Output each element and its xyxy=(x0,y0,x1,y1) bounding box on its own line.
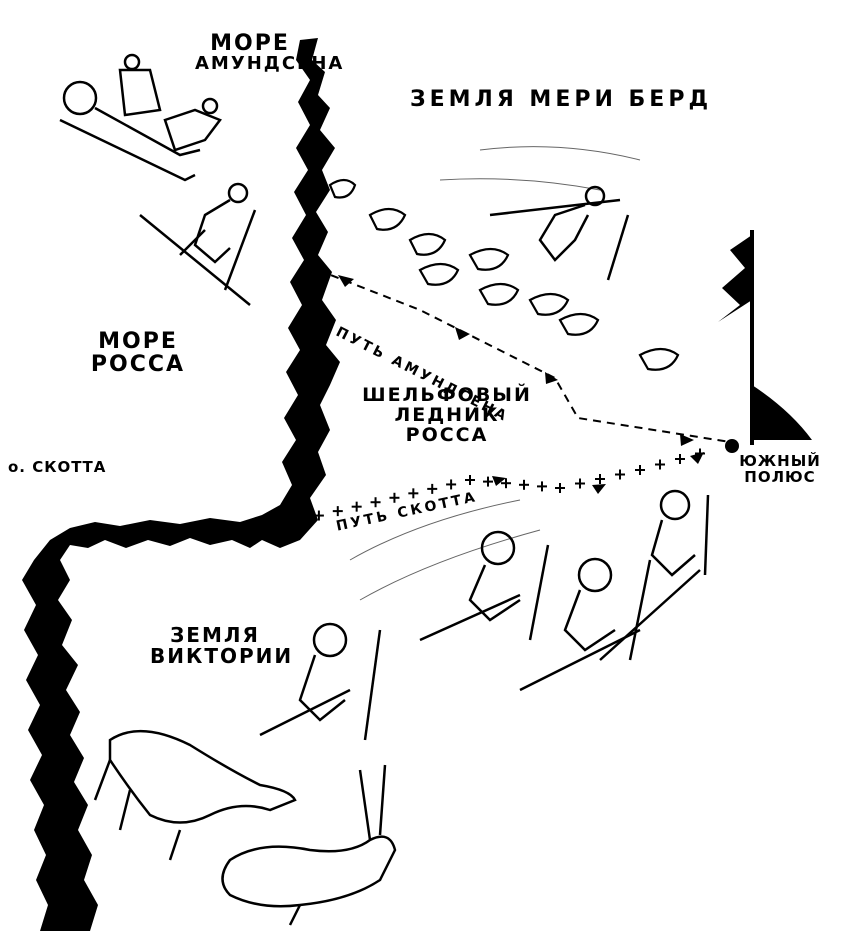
ice-streaks xyxy=(349,146,641,601)
south-pole-label-line1: ЮЖНЫЙ xyxy=(739,452,821,470)
skier-icon xyxy=(259,622,382,741)
victoria-land-label: ЗЕМЛЯ ВИКТОРИИ xyxy=(150,623,294,668)
skier-icon xyxy=(139,182,257,306)
pony-icon xyxy=(93,729,297,861)
ross-ice-shelf-label-line2: ЛЕДНИК РОССА xyxy=(394,403,500,446)
skier-icon xyxy=(519,557,652,692)
ross-sea-label: МОРЕ РОССА xyxy=(88,330,188,376)
amundsen-sea-label: МОРЕ АМУНДСЕНА xyxy=(195,31,345,75)
dog-sled-icon xyxy=(59,53,222,182)
ross-sea-label-line1: МОРЕ xyxy=(98,329,178,354)
ross-sea-label-line2: РОССА xyxy=(90,352,186,378)
scott-route xyxy=(295,448,705,525)
sled-dog-icon xyxy=(328,178,680,371)
ross-ice-shelf-label-line1: ШЕЛЬФОВЫЙ xyxy=(362,384,532,406)
flag-icon xyxy=(718,230,812,445)
ross-ice-shelf-label: ШЕЛЬФОВЫЙ ЛЕДНИК РОССА xyxy=(352,384,542,446)
amundsen-route-arrows xyxy=(338,275,694,446)
victoria-land-label-line2: ВИКТОРИИ xyxy=(150,644,294,668)
coastline xyxy=(22,38,340,931)
south-pole-label: ЮЖНЫЙ ПОЛЮС xyxy=(730,452,830,486)
amundsen-sea-label-line1: МОРЕ xyxy=(210,31,290,56)
south-pole-marker-icon xyxy=(725,439,739,453)
skier-icon xyxy=(419,530,550,642)
victoria-land-label-line1: ЗЕМЛЯ xyxy=(170,623,260,647)
scott-island-label: о. СКОТТА xyxy=(8,458,107,476)
skier-icon xyxy=(489,185,630,281)
skier-icon xyxy=(599,489,710,661)
pony-icon xyxy=(221,764,397,926)
marie-byrd-land-label: ЗЕМЛЯ МЕРИ БЕРД xyxy=(410,87,713,112)
south-pole-label-line2: ПОЛЮС xyxy=(744,467,816,486)
amundsen-sea-label-line2: АМУНДСЕНА xyxy=(195,53,345,75)
scott-route-arrows xyxy=(492,452,704,494)
